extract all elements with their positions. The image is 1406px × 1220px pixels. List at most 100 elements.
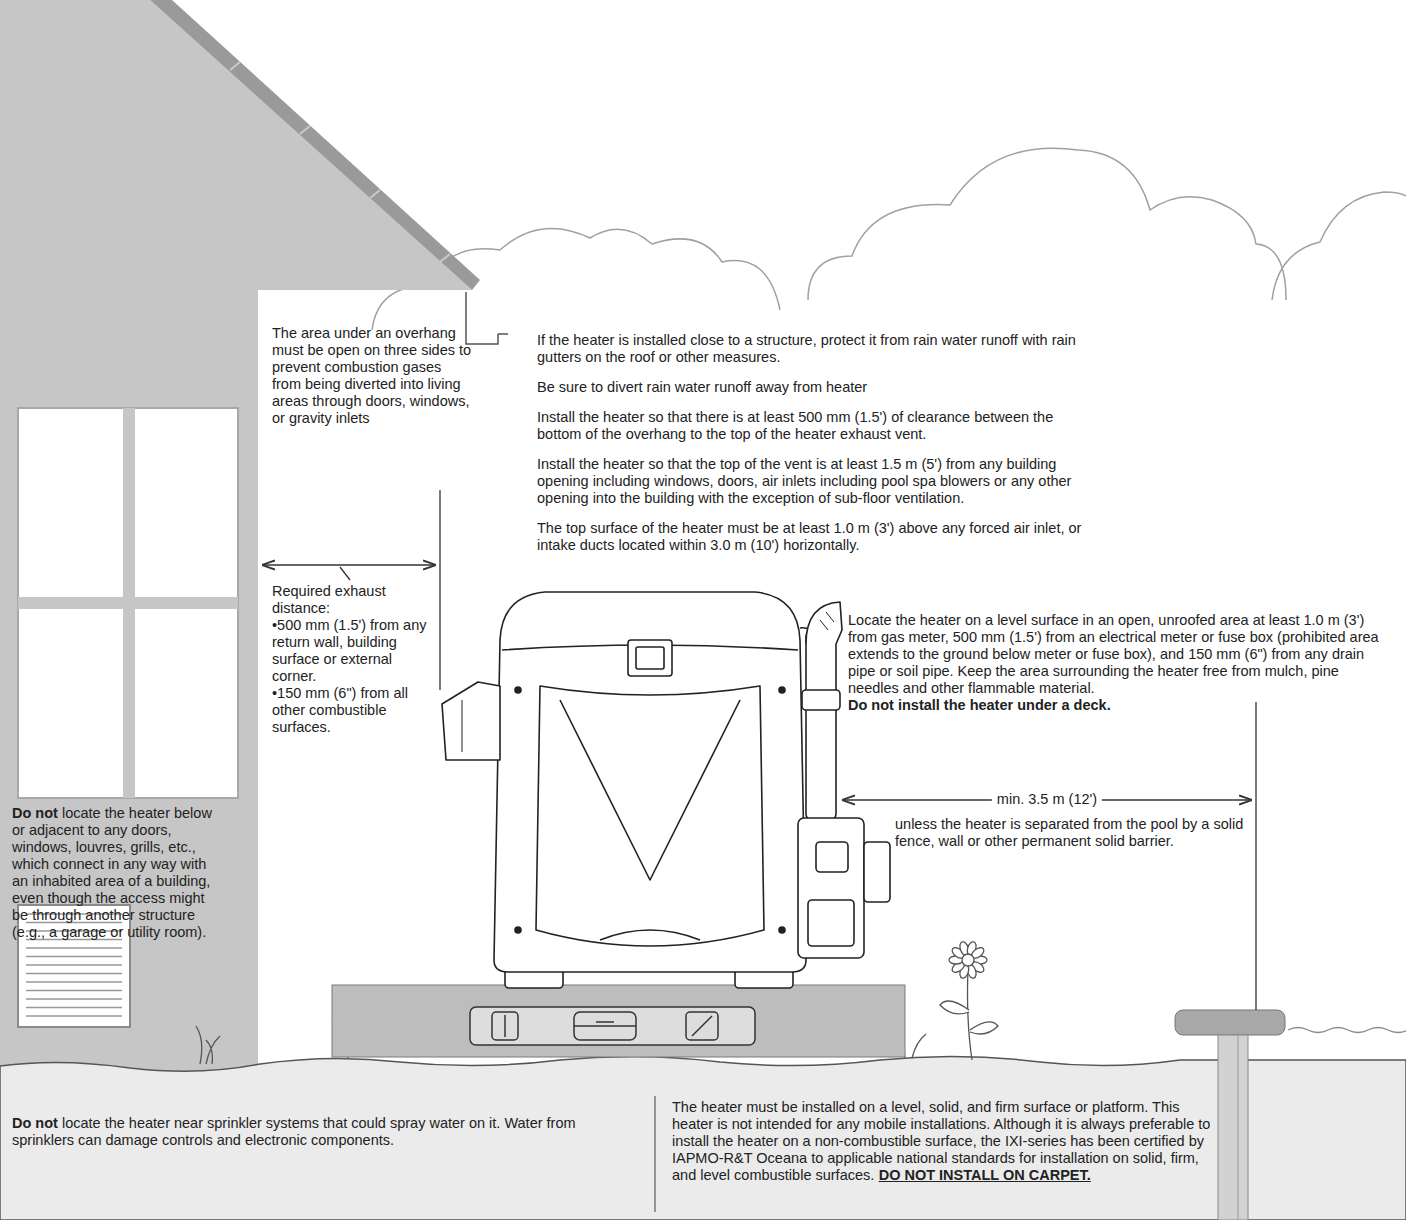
wall-vent-part-part	[26, 1007, 122, 1009]
cloud-part	[1272, 192, 1406, 300]
house	[0, 0, 508, 1075]
dimension-arrow	[262, 490, 1256, 1212]
exhaust-vent	[442, 682, 500, 760]
ground-part	[0, 1056, 1406, 1220]
pool	[1175, 1010, 1406, 1220]
wall-vent-part-part	[26, 981, 122, 983]
flower-part	[962, 954, 974, 966]
instruction-note: If the heater is installed close to a st…	[537, 332, 1097, 366]
heater-part	[808, 900, 854, 946]
text-group: The area under an overhang must be open …	[272, 325, 472, 427]
shingle-part	[300, 126, 310, 134]
heater-part	[798, 818, 864, 958]
platform-part	[470, 1007, 755, 1045]
window	[18, 408, 238, 798]
cloud-part	[808, 148, 1286, 300]
flower	[940, 941, 998, 1060]
platform-part	[574, 1025, 636, 1027]
wall-vent-part-part	[26, 947, 122, 949]
instruction-note: Install the heater so that there is at l…	[537, 409, 1097, 443]
flower-part	[949, 941, 987, 980]
heater-part	[462, 700, 463, 752]
heater-part	[628, 640, 672, 676]
instruction-note: Locate the heater on a level surface in …	[848, 612, 1393, 697]
wall-vent-part-part	[26, 1015, 122, 1017]
platform-part	[332, 985, 905, 1057]
heater-part	[536, 686, 764, 946]
flower-part	[968, 968, 973, 1060]
cloud	[372, 148, 1406, 330]
pool-part	[1238, 1035, 1239, 1220]
shingle-part	[230, 62, 240, 70]
platform-part	[504, 1015, 506, 1037]
instruction-note: unless the heater is separated from the …	[895, 816, 1260, 850]
wall-vent	[18, 905, 130, 1027]
flower-part	[940, 1001, 969, 1014]
text-group: unless the heater is separated from the …	[895, 816, 1260, 850]
text-group: If the heater is installed close to a st…	[537, 332, 1097, 554]
heater-part	[636, 647, 664, 669]
heater-part	[864, 842, 890, 902]
platform-part	[686, 1012, 718, 1040]
instruction-note: •500 mm (1.5') from any return wall, bui…	[272, 617, 434, 685]
text-group: Required exhaust distance:•500 mm (1.5')…	[272, 583, 434, 736]
dimension-arrow-part	[654, 1096, 655, 1212]
heater	[442, 592, 890, 988]
heater-part	[779, 927, 785, 933]
dimension-arrow-part	[262, 564, 436, 565]
ground-band: Do not locate the heater near sprinkler …	[0, 1075, 1215, 1220]
platform-part	[574, 1012, 636, 1040]
shingle-part	[440, 254, 450, 262]
gutter	[466, 292, 508, 344]
heater-part	[779, 687, 785, 693]
window-part	[18, 408, 238, 798]
pool-part	[1175, 1010, 1285, 1035]
wall-vent-part-part	[26, 998, 122, 1000]
pool-part	[1288, 1028, 1406, 1033]
house-part	[150, 0, 480, 290]
platform	[332, 985, 905, 1057]
heater-part	[515, 927, 521, 933]
note-text: Do not locate the heater near sprinkler …	[12, 1115, 640, 1149]
wall-vent-part-part	[26, 956, 122, 958]
flower-part	[970, 1022, 998, 1034]
platform-part	[492, 1012, 518, 1040]
dimension-arrow-part	[1255, 702, 1256, 1010]
instruction-note: Do not install the heater under a deck.	[848, 697, 1393, 714]
dimension-arrow-part	[439, 490, 440, 690]
house-wall: Do not locate the heater below or adjace…	[0, 258, 258, 1075]
shingle-part	[370, 190, 380, 198]
wall-vent-part-part	[26, 964, 122, 966]
note-text: DO NOT INSTALL ON CARPET.	[879, 1167, 1091, 1183]
text-group: Locate the heater on a level surface in …	[848, 612, 1393, 714]
heater-part	[806, 602, 842, 644]
instruction-note: Be sure to divert rain water runoff away…	[537, 379, 1097, 396]
emphasis: Do not	[12, 1115, 58, 1131]
wall-vent-part	[18, 905, 130, 1027]
heater-part	[600, 930, 700, 940]
instruction-note: •150 mm (6") from all other combustible …	[272, 685, 434, 736]
dimension-arrow-part	[340, 567, 350, 580]
emphasis: Do not	[12, 805, 58, 821]
instruction-note: The top surface of the heater must be at…	[537, 520, 1097, 554]
platform-part	[596, 1021, 614, 1023]
instruction-note: Install the heater so that the top of th…	[537, 456, 1097, 507]
heater-part	[816, 842, 848, 872]
heater-part	[806, 630, 836, 820]
pool-part	[1218, 1035, 1248, 1220]
body-text: locate the heater near sprinkler systems…	[12, 1115, 576, 1148]
wall-vent-part-part	[26, 990, 122, 992]
heater-part	[560, 700, 740, 880]
instruction-note: Required exhaust distance:	[272, 583, 434, 617]
dimension-label: min. 3.5 m (12')	[992, 791, 1102, 808]
note-text: Do not locate the heater below or adjace…	[12, 805, 212, 941]
heater-part	[494, 592, 806, 972]
shingle	[230, 62, 450, 262]
heater-part	[515, 687, 521, 693]
window-part	[18, 597, 238, 609]
note-text: The heater must be installed on a level,…	[672, 1099, 1212, 1184]
heater-part	[820, 612, 834, 630]
wall-vent-part-part	[26, 973, 122, 975]
platform-part	[692, 1016, 712, 1036]
